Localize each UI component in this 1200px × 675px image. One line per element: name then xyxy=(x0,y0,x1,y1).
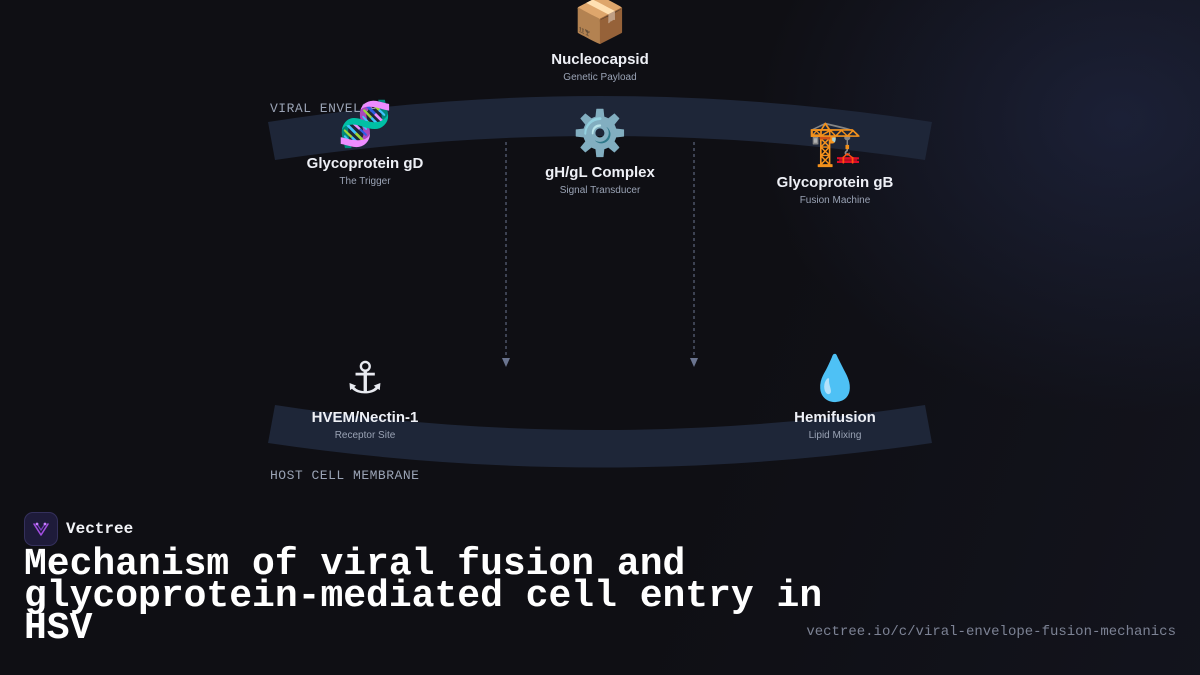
node-subtitle: Fusion Machine xyxy=(799,195,871,206)
vectree-logo-icon xyxy=(24,512,58,546)
signal-arrow-right xyxy=(690,142,698,367)
node-title: HVEM/Nectin-1 xyxy=(311,409,419,426)
node-subtitle: Lipid Mixing xyxy=(808,430,862,441)
page-title: Mechanism of viral fusion and glycoprote… xyxy=(24,543,823,650)
brand[interactable]: Vectree xyxy=(24,512,133,546)
node-subtitle: The Trigger xyxy=(339,176,391,187)
node-title: Glycoprotein gB xyxy=(776,174,894,191)
source-url-link[interactable]: vectree.io/c/viral-envelope-fusion-mecha… xyxy=(806,624,1176,640)
node-glycoprotein-gb[interactable]: 🏗️ Glycoprotein gB Fusion Machine xyxy=(735,118,935,206)
gear-icon: ⚙️ xyxy=(572,108,628,159)
node-title: Hemifusion xyxy=(794,409,876,426)
package-icon: 📦 xyxy=(572,0,628,46)
droplet-icon: 💧 xyxy=(807,353,863,404)
viral-envelope-label: VIRAL ENVELOPE xyxy=(270,101,387,116)
crane-icon: 🏗️ xyxy=(807,118,863,169)
node-subtitle: Receptor Site xyxy=(334,430,396,441)
brand-name: Vectree xyxy=(66,520,134,538)
host-cell-membrane xyxy=(268,405,932,468)
node-title: Nucleocapsid xyxy=(551,51,649,68)
node-title: Glycoprotein gD xyxy=(306,155,424,172)
anchor-icon: ⚓ xyxy=(345,353,385,404)
node-hemifusion[interactable]: 💧 Hemifusion Lipid Mixing xyxy=(735,353,935,441)
node-glycoprotein-gd[interactable]: 🧬 Glycoprotein gD The Trigger xyxy=(265,99,465,187)
node-subtitle: Genetic Payload xyxy=(563,72,637,83)
node-nucleocapsid[interactable]: 📦 Nucleocapsid Genetic Payload xyxy=(500,0,700,83)
node-subtitle: Signal Transducer xyxy=(559,185,641,196)
viral-envelope-membrane xyxy=(268,96,932,160)
node-gh-gl-complex[interactable]: ⚙️ gH/gL Complex Signal Transducer xyxy=(500,108,700,196)
node-title: gH/gL Complex xyxy=(545,164,655,181)
node-receptor-site[interactable]: ⚓ HVEM/Nectin-1 Receptor Site xyxy=(265,353,465,441)
signal-arrow-left xyxy=(502,142,510,367)
host-membrane-label: HOST CELL MEMBRANE xyxy=(270,468,420,483)
dna-icon: 🧬 xyxy=(337,99,393,150)
